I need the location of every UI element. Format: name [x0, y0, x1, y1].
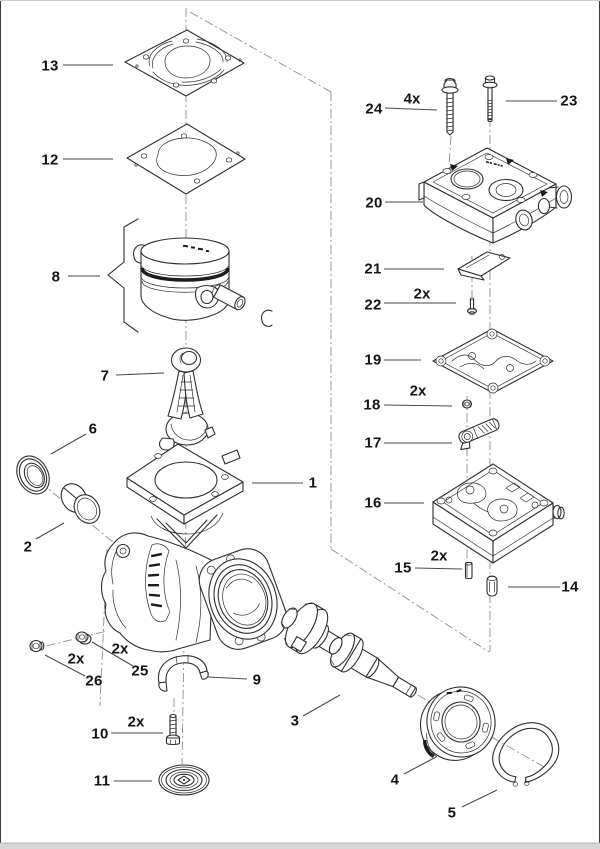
part-22-screw [466, 297, 478, 315]
part-23-bolt [482, 75, 498, 123]
part-24-bolt [441, 77, 459, 136]
callout-label-16: 16 [364, 494, 382, 512]
part-26-nut [29, 639, 45, 653]
qty-label-part-18: 2x [409, 382, 427, 400]
callout-label-20: 20 [365, 194, 383, 212]
embossed-logo-marks [147, 552, 163, 608]
callout-label-8: 8 [51, 268, 61, 286]
part-6-seal-ring [16, 455, 50, 495]
qty-label-part-15: 2x [430, 547, 448, 565]
part-18-nut [461, 399, 473, 409]
centerlines [29, 8, 547, 769]
qty-label-part-26: 2x [67, 650, 85, 668]
callout-label-22: 22 [364, 296, 382, 314]
part-16-valve-body [432, 463, 565, 564]
part-11-cover [158, 764, 210, 796]
callout-label-1: 1 [308, 474, 318, 492]
part-17-reed-valve [458, 418, 500, 451]
front-flange [198, 548, 288, 650]
qty-label-part-24: 4x [403, 90, 421, 108]
part-10-bolt [165, 713, 181, 746]
callout-label-2: 2 [23, 538, 33, 556]
part-5-snap-ring [492, 722, 560, 787]
part-9-bearing-cap [157, 654, 209, 692]
callout-label-19: 19 [364, 351, 382, 369]
callout-label-4: 4 [390, 771, 400, 789]
part-12-gasket [126, 123, 246, 195]
callout-label-9: 9 [252, 671, 262, 689]
callout-label-26: 26 [85, 672, 103, 690]
qty-label-part-22: 2x [413, 285, 431, 303]
callout-label-5: 5 [447, 804, 457, 822]
callout-label-11: 11 [93, 772, 111, 790]
callout-label-6: 6 [88, 420, 98, 438]
callout-label-23: 23 [560, 92, 578, 110]
callout-label-13: 13 [41, 57, 59, 75]
part-20-cylinder-head [418, 147, 573, 244]
callout-label-25: 25 [131, 662, 149, 680]
part-15-pin [464, 561, 473, 580]
callout-label-10: 10 [91, 725, 109, 743]
part-7-connecting-rod [158, 347, 216, 451]
callout-label-7: 7 [100, 367, 110, 385]
part-21-plate [457, 251, 511, 281]
part-13-head-gasket [124, 29, 245, 97]
qty-label-part-10: 2x [127, 713, 145, 731]
stamped-text-mark [485, 161, 503, 167]
part-1-crankcase [100, 443, 288, 653]
part-8-piston-assembly [133, 237, 273, 327]
callout-label-15: 15 [394, 559, 412, 577]
callout-label-21: 21 [364, 260, 382, 278]
part-19-gasket [432, 328, 554, 394]
callout-label-14: 14 [561, 578, 579, 596]
part-25-nut [75, 631, 92, 645]
callout-label-24: 24 [365, 100, 383, 118]
part-4-bearing [419, 686, 496, 761]
callout-label-18: 18 [363, 396, 381, 414]
callout-label-3: 3 [290, 712, 300, 730]
part-2-bushing [60, 483, 101, 524]
part-14-pin [486, 575, 498, 597]
callout-label-12: 12 [41, 151, 59, 169]
part-3-crankshaft [280, 602, 417, 698]
leader-lines [35, 64, 560, 808]
callout-label-17: 17 [364, 434, 382, 452]
qty-label-part-25: 2x [111, 640, 129, 658]
